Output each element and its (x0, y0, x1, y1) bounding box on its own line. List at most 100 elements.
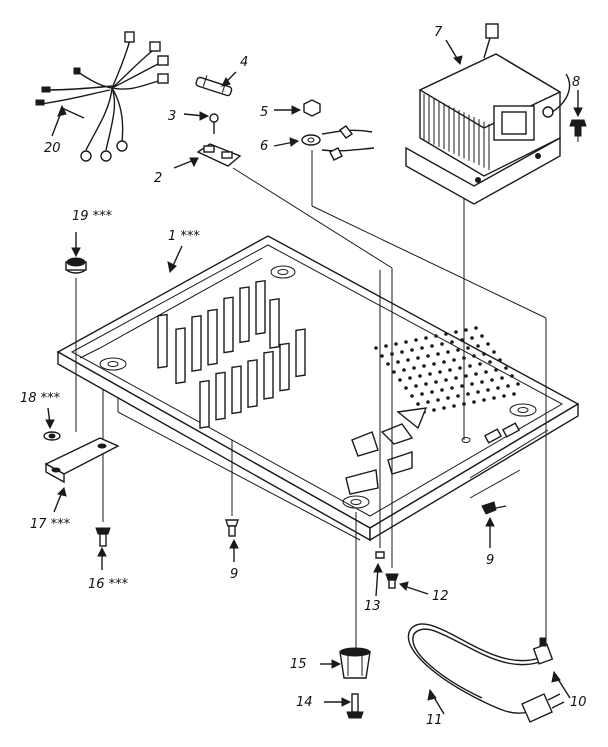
vent-hole (416, 402, 420, 406)
wire-harness (35, 31, 169, 162)
callout-17: 17 *** (30, 517, 71, 532)
vent-hole (412, 366, 416, 370)
callout-11: 11 (426, 713, 443, 728)
vent-hole (446, 350, 450, 354)
alignment-lines (75, 136, 579, 648)
callout-12: 12 (432, 589, 449, 604)
vent-hole (454, 330, 458, 334)
vent-hole (450, 386, 454, 390)
vent-hole (438, 370, 442, 374)
vent-hole (500, 376, 504, 380)
vent-hole (384, 344, 388, 348)
callout-arrows (45, 39, 583, 715)
callout-15: 15 (290, 657, 307, 672)
vent-hole (504, 366, 508, 370)
callout-19: 19 *** (72, 209, 113, 224)
vent-hole (506, 384, 510, 388)
vent-hole (404, 386, 408, 390)
vent-hole (448, 368, 452, 372)
vent-hole (444, 332, 448, 336)
vent-hole (476, 344, 480, 348)
vent-hole (486, 388, 490, 392)
vent-hole (472, 400, 476, 404)
vent-hole (452, 358, 456, 362)
vent-hole (516, 382, 520, 386)
vent-hole (432, 408, 436, 412)
vent-hole (484, 370, 488, 374)
vent-hole (456, 348, 460, 352)
fuse-assembly (195, 75, 242, 167)
callout-labels: 1 *** 2 3 4 5 6 7 8 9 9 10 11 12 13 14 1… (20, 25, 587, 728)
vent-hole (436, 398, 440, 402)
vent-hole (472, 354, 476, 358)
vent-hole (408, 376, 412, 380)
callout-7: 7 (434, 25, 443, 40)
screws-12-13 (375, 551, 399, 589)
vent-hole (480, 334, 484, 338)
vent-hole (402, 368, 406, 372)
vent-hole (442, 360, 446, 364)
callout-4: 4 (240, 55, 248, 70)
vent-hole (486, 342, 490, 346)
vent-hole (430, 344, 434, 348)
power-cord (407, 623, 565, 723)
vent-hole (410, 394, 414, 398)
vent-hole (424, 382, 428, 386)
vent-hole (492, 350, 496, 354)
vent-hole (396, 360, 400, 364)
callout-13: 13 (364, 599, 381, 614)
nut-washer-wire (301, 99, 375, 161)
vent-hole (414, 384, 418, 388)
vent-hole (460, 384, 464, 388)
vent-hole (482, 352, 486, 356)
callout-9a: 9 (230, 567, 238, 582)
callout-10: 10 (570, 695, 587, 710)
vent-hole (442, 406, 446, 410)
callout-6: 6 (260, 139, 268, 154)
callout-16: 16 *** (88, 577, 129, 592)
vent-hole (416, 356, 420, 360)
vent-hole (492, 396, 496, 400)
vent-hole (428, 372, 432, 376)
vent-hole (474, 326, 478, 330)
vent-hole (426, 400, 430, 404)
vent-hole (398, 378, 402, 382)
vent-hole (420, 346, 424, 350)
vent-hole (460, 338, 464, 342)
vent-hole (418, 374, 422, 378)
vent-hole (400, 350, 404, 354)
left-hardware (43, 257, 120, 547)
callout-5: 5 (260, 105, 268, 120)
base-pan (56, 235, 580, 542)
foot-15-screw-14 (339, 647, 371, 719)
callout-8: 8 (572, 75, 580, 90)
vent-hole-grid (374, 326, 520, 414)
transformer-fins (423, 94, 490, 170)
vent-hole (440, 388, 444, 392)
vent-hole (392, 370, 396, 374)
vent-hole (474, 372, 478, 376)
vent-hole (430, 390, 434, 394)
callout-3: 3 (168, 109, 176, 124)
vent-hole (380, 354, 384, 358)
vent-hole (466, 346, 470, 350)
vent-hole (456, 394, 460, 398)
vent-hole (404, 340, 408, 344)
vent-hole (446, 396, 450, 400)
vent-hole (424, 336, 428, 340)
vent-hole (478, 362, 482, 366)
vent-hole (466, 392, 470, 396)
screw-8 (569, 119, 587, 137)
vent-hole (444, 378, 448, 382)
vent-hole (426, 354, 430, 358)
vent-hole (386, 362, 390, 366)
vent-hole (490, 378, 494, 382)
vent-hole (452, 404, 456, 408)
vent-hole (434, 380, 438, 384)
vent-hole (450, 340, 454, 344)
vent-hole (470, 382, 474, 386)
vent-hole (498, 358, 502, 362)
vent-hole (464, 374, 468, 378)
